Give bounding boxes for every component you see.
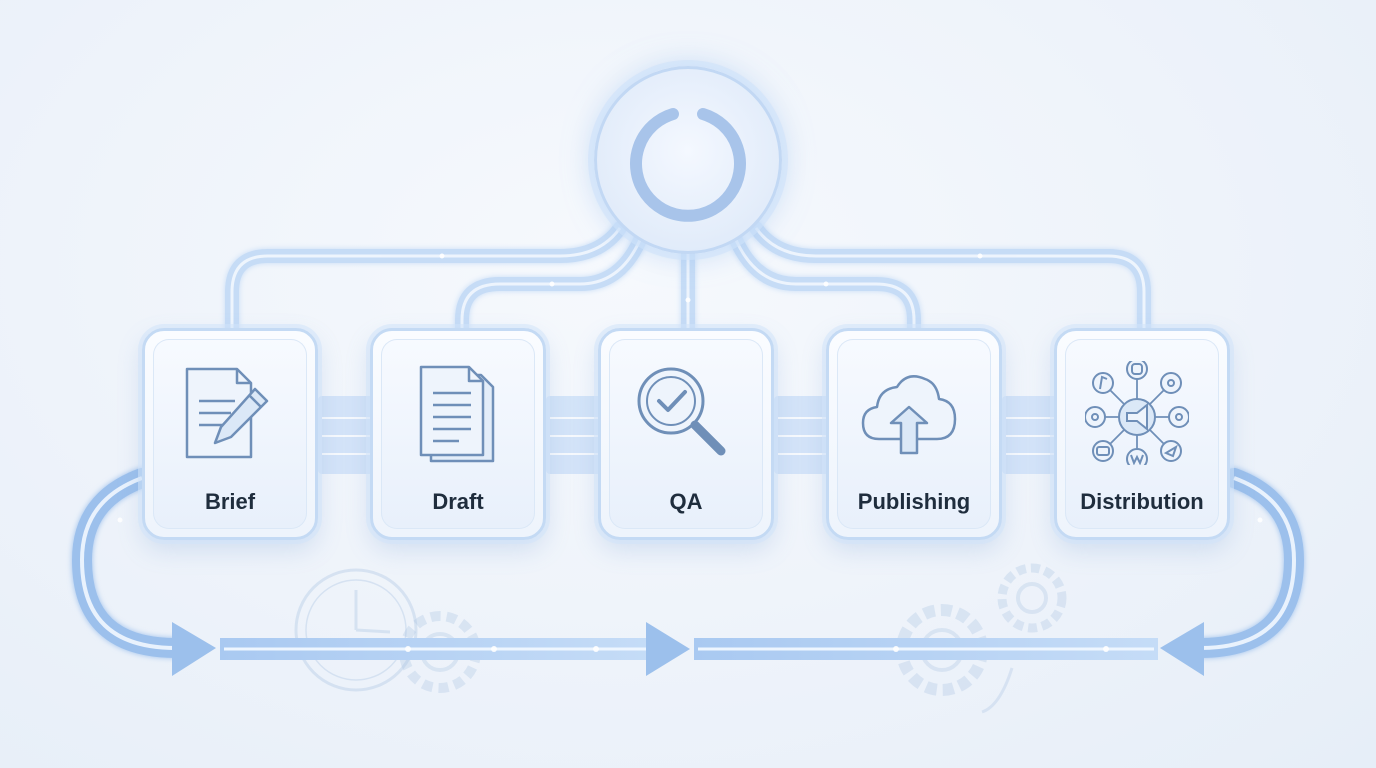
cloud-upload-icon bbox=[861, 375, 957, 455]
stage-draft[interactable]: Draft bbox=[370, 328, 546, 540]
document-stack-icon bbox=[419, 365, 495, 463]
stage-label: Publishing bbox=[857, 489, 971, 514]
stage-publishing[interactable]: Publishing bbox=[826, 328, 1002, 540]
social-network-icon bbox=[1085, 361, 1189, 465]
central-hub[interactable] bbox=[594, 66, 782, 254]
stage-qa[interactable]: QA bbox=[598, 328, 774, 540]
loop-arrow-left bbox=[71, 468, 216, 676]
stage-label: Distribution bbox=[1080, 489, 1204, 514]
loop-arrow-right bbox=[1160, 468, 1305, 676]
flow-arrow-center bbox=[220, 622, 690, 676]
stage-brief[interactable]: Brief bbox=[142, 328, 318, 540]
clock-icon bbox=[294, 568, 418, 692]
flow-arrow-right bbox=[694, 638, 1158, 660]
stage-label: Brief bbox=[204, 489, 256, 514]
stage-distribution[interactable]: Distribution bbox=[1054, 328, 1230, 540]
stage-label: QA bbox=[669, 489, 703, 514]
stage-label: Draft bbox=[432, 489, 484, 514]
magnifier-check-icon bbox=[637, 367, 726, 456]
loop-ring-icon bbox=[630, 108, 746, 222]
document-pencil-icon bbox=[185, 367, 269, 459]
